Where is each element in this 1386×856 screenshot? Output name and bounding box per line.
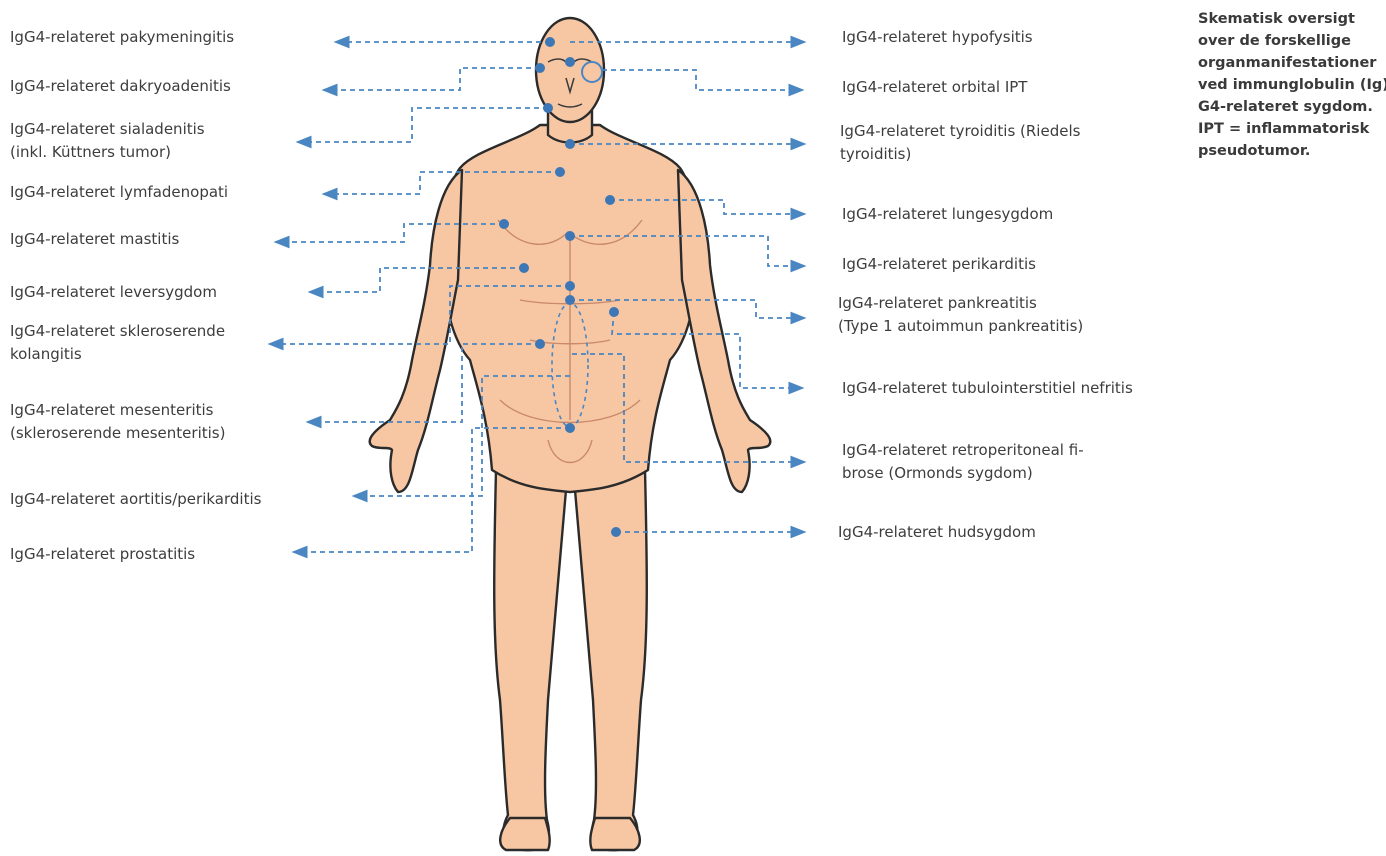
label-lymfadenopati: IgG4-relateret lymfadenopati [10, 181, 228, 204]
label-aortitis-perikarditis: IgG4-relateret aortitis/perikarditis [10, 488, 261, 511]
label-mesenteritis: IgG4-relateret mesenteritis(skleroserend… [10, 399, 225, 445]
caption-line: pseudotumor. [1198, 140, 1386, 162]
label-lungesygdom: IgG4-relateret lungesygdom [842, 203, 1053, 226]
right-arm [678, 170, 770, 492]
figure-caption: Skematisk oversigt over de forskellige o… [1198, 8, 1386, 162]
caption-line: organmanifestationer [1198, 52, 1386, 74]
label-prostatitis: IgG4-relateret prostatitis [10, 543, 195, 566]
label-retroperitoneal-fibrose: IgG4-relateret retroperitoneal fi-brose … [842, 439, 1084, 485]
caption-line: ved immunglobulin (Ig) [1198, 74, 1386, 96]
label-dakryoadenitis: IgG4-relateret dakryoadenitis [10, 75, 231, 98]
right-foot [590, 818, 639, 850]
label-hypofysitis: IgG4-relateret hypofysitis [842, 26, 1033, 49]
label-orbital-ipt: IgG4-relateret orbital IPT [842, 76, 1027, 99]
label-leversygdom: IgG4-relateret leversygdom [10, 281, 217, 304]
right-leg [575, 470, 647, 850]
left-arm [370, 170, 462, 492]
label-tubulointerstitiel-nefritis: IgG4-relateret tubulointerstitiel nefrit… [842, 377, 1133, 400]
label-mastitis: IgG4-relateret mastitis [10, 228, 179, 251]
caption-line: IPT = inflammatorisk [1198, 118, 1386, 140]
caption-line: over de forskellige [1198, 30, 1386, 52]
label-pankreatitis: IgG4-relateret pankreatitis(Type 1 autoi… [838, 292, 1083, 338]
left-foot [500, 818, 549, 850]
caption-line: G4-relateret sygdom. [1198, 96, 1386, 118]
left-leg [494, 470, 566, 850]
label-pakymeningitis: IgG4-relateret pakymeningitis [10, 26, 234, 49]
label-perikarditis: IgG4-relateret perikarditis [842, 253, 1036, 276]
label-hudsygdom: IgG4-relateret hudsygdom [838, 521, 1036, 544]
label-sialadenitis: IgG4-relateret sialadenitis(inkl. Küttne… [10, 118, 205, 164]
caption-line: Skematisk oversigt [1198, 8, 1386, 30]
